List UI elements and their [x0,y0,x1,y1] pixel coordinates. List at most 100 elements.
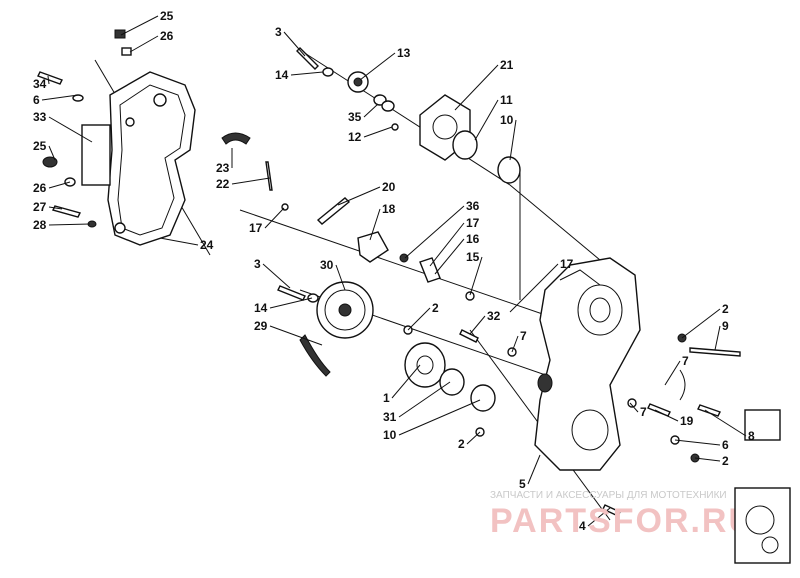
callout-2b: 2 [722,302,729,316]
callout-29: 29 [254,319,268,333]
leader-line-2b [681,308,721,339]
leader-line-6a [41,94,79,101]
leader-line-1 [391,364,421,399]
callout-26a: 26 [160,29,174,43]
callout-13: 13 [397,46,411,60]
leader-line-19 [654,409,679,422]
watermark-brand: PARTSFOR.RU [490,502,755,540]
callout-7b: 7 [682,354,689,368]
leader-line-14b [269,297,313,309]
leader-line-33 [48,116,93,143]
callout-10a: 10 [500,113,514,127]
callout-2a: 2 [432,301,439,315]
chain-case-cover [81,71,196,246]
gasket-plate [81,124,111,186]
lower-sprocket-group [277,281,517,437]
callout-3a: 3 [275,25,282,39]
leader-line-8 [704,409,747,437]
callout-27: 27 [33,200,47,214]
leader-line-6b [674,439,721,446]
callout-11: 11 [500,93,513,107]
leader-line-7b [664,360,681,386]
leader-line-10a [509,119,517,161]
callout-24: 24 [200,238,214,252]
leader-line-14a [290,71,324,76]
leader-line-7c [629,402,639,413]
callout-14b: 14 [254,301,268,315]
drive-chain [299,334,331,377]
leader-line-9 [714,325,721,351]
leader-line-21 [454,64,499,111]
callout-6b: 6 [722,438,729,452]
leader-line-25b [48,145,56,161]
callout-30: 30 [320,258,334,272]
watermark-tagline: ЗАПЧАСТИ И АКСЕССУАРЫ ДЛЯ МОТОТЕХНИКИ [490,490,727,501]
main-housing [534,257,641,471]
leader-line-27 [48,206,63,210]
callout-10b: 10 [383,428,397,442]
watermark: ЗАПЧАСТИ И АКСЕССУАРЫ ДЛЯ МОТОТЕХНИКИ PA… [490,487,791,564]
callout-5: 5 [519,477,526,491]
leader-line-2d [694,457,721,462]
leader-line-16 [434,238,465,275]
upper-sprocket-group [296,47,521,184]
callout-26b: 26 [33,181,47,195]
callout-25a: 25 [160,9,174,23]
callout-2d: 2 [722,454,729,468]
callout-25b: 25 [33,139,47,153]
leader-line-35 [363,103,379,118]
seal-ring [497,156,521,184]
callout-17a: 17 [249,221,263,235]
leader-line-17c [509,263,559,313]
leader-line-3b [262,263,291,289]
callout-9: 9 [722,319,729,333]
leader-line-36 [404,205,465,259]
leader-line-29 [269,325,323,346]
callout-6a: 6 [33,93,40,107]
callout-18: 18 [382,202,396,216]
leader-line-28 [48,223,91,226]
leader-line-17a [264,207,285,229]
leader-line-2a [407,307,431,331]
engine-thumbnail [734,487,791,564]
leader-line-5 [527,454,541,485]
callout-16: 16 [466,232,480,246]
callout-3b: 3 [254,257,261,271]
leader-line-7a [511,335,519,353]
callout-7c: 7 [640,405,647,419]
leader-line-34 [47,75,50,85]
hub-flange [404,342,446,388]
leader-line-26a [129,35,159,53]
tensioner-group [221,132,475,301]
callout-15: 15 [466,250,480,264]
leader-line-26b [48,181,71,189]
spring [316,197,351,225]
callout-34: 34 [33,77,47,91]
leader-line-12 [363,126,393,138]
callout-7a: 7 [520,329,527,343]
leader-line-11 [474,99,499,141]
callout-32: 32 [487,309,501,323]
leader-line-32 [469,315,486,335]
callout-31: 31 [383,410,397,424]
leader-line-20 [337,186,381,206]
leader-line-22 [231,177,271,185]
leader-line-15 [469,256,483,296]
callout-17c: 17 [560,257,574,271]
leader-line-2c [466,431,481,445]
leader-line-3a [283,31,306,57]
leader-line-24 [159,237,199,246]
callout-4: 4 [579,519,586,533]
callout-19: 19 [680,414,694,428]
callout-8: 8 [748,429,755,443]
leader-line-30 [335,264,346,291]
callout-33: 33 [33,110,47,124]
callout-21: 21 [500,58,514,72]
callout-22: 22 [216,177,230,191]
leader-line-25a [120,15,159,36]
leader-line-10b [398,399,481,436]
callout-20: 20 [382,180,396,194]
